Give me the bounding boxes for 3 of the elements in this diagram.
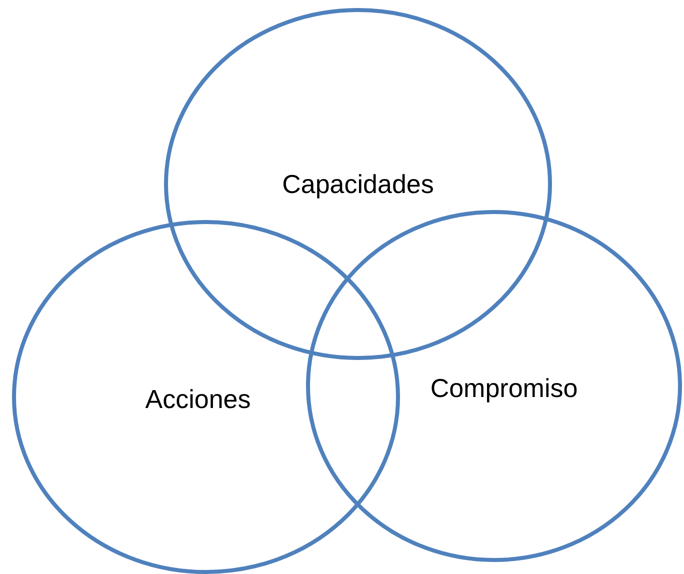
set-label: Compromiso [430, 372, 578, 404]
set-label: Capacidades [282, 168, 434, 200]
set-label: Acciones [145, 382, 251, 416]
